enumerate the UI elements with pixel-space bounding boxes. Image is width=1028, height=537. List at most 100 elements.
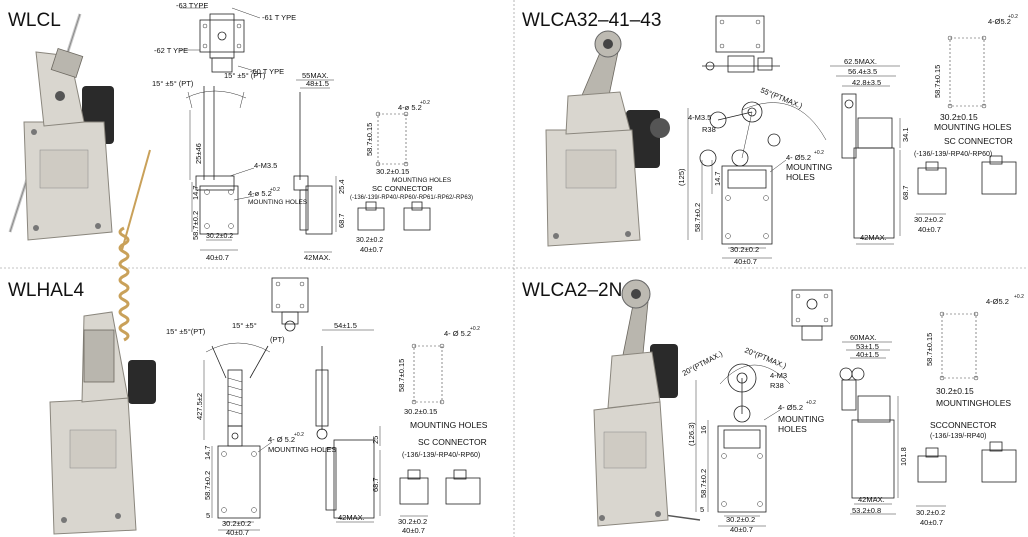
d625-label: 62.5MAX. xyxy=(844,57,877,66)
holes-unit-label: MOUNTING xyxy=(786,162,832,172)
d564-label: 56.4±3.5 xyxy=(848,67,877,76)
d40-label: 40±0.7 xyxy=(730,525,753,534)
d42-label: 42MAX. xyxy=(304,253,331,262)
sc-302-label: 30.2±0.2 xyxy=(914,215,943,224)
type62-label: -62 T YPE xyxy=(154,46,188,55)
d125-label: (125) xyxy=(677,168,686,186)
d254-label: 25.4 xyxy=(337,179,346,194)
angle-left-label: 20°(PTMAX.) xyxy=(681,349,725,378)
d1263-label: (126.3) xyxy=(687,422,696,446)
pt-label: (PT) xyxy=(270,335,285,344)
panel-title-wlca2: WLCA2–2N xyxy=(522,280,622,301)
d16-label: 16 xyxy=(699,426,708,434)
product-photo-wlcl xyxy=(8,13,114,241)
product-photo-wlca2 xyxy=(593,279,701,527)
mh-587-label: 58.7±0.15 xyxy=(933,65,942,98)
d55-label: 55MAX. xyxy=(302,71,329,80)
holes-label: 4-ø 5.2 xyxy=(398,103,422,112)
d587-label: 58.7±0.2 xyxy=(699,469,708,498)
product-photo-wlhal4 xyxy=(49,149,156,535)
mounting-holes-drawing-wlcl: 4-ø 5.2 +0.2 58.7±0.15 30.2±0.15 MOUNTIN… xyxy=(350,100,473,254)
panel-title-wlcl: WLCL xyxy=(8,10,61,31)
d1018-label: 101.8 xyxy=(899,447,908,466)
product-photo-wlca32 xyxy=(545,30,670,247)
mh-302-label: 30.2±0.15 xyxy=(940,112,978,122)
holes-sup-label: +0.2 xyxy=(270,187,280,193)
mh-label-label: MOUNTING HOLES xyxy=(392,177,452,184)
sc-40-label: 40±0.7 xyxy=(920,518,943,527)
d25-label: 25±46 xyxy=(194,143,203,164)
holes-unit2-label: HOLES xyxy=(778,424,807,434)
d58-label: 58.7±0.2 xyxy=(191,211,200,240)
front-view-drawing-wlca2: 20°(PTMAX.) 20°(PTMAX.) 4-M3 R38 4- Ø5.2… xyxy=(681,346,825,534)
d147-label: 14.7 xyxy=(713,171,722,186)
d42-label: 42MAX. xyxy=(860,233,887,242)
panel-wlca32: WLCA32–41–43 55°(PTMAX.) xyxy=(522,10,1018,266)
d25-label: 25 xyxy=(371,436,380,444)
mh-587-label: 58.7±0.15 xyxy=(365,123,374,156)
mh-holes-label: 4-Ø5.2 xyxy=(986,297,1009,306)
d40-label: 40±0.7 xyxy=(360,245,383,254)
front-view-drawing-wlcl: 15° ±5° (PT) 15° ±5° (PT) 25±46 14.7 58.… xyxy=(152,71,308,262)
sc-list-label: (-136/-139/-RP40/-RP60) xyxy=(402,452,480,459)
mh-sup-label: +0.2 xyxy=(1014,294,1024,300)
side-view-drawing-wlca2: 60MAX. 53±1.5 40±1.5 101.8 42MAX. 53.2±0… xyxy=(839,333,908,515)
top-view-drawing-wlca2 xyxy=(791,289,833,341)
holes-sup-label: +0.2 xyxy=(814,150,824,156)
angle-right-label: 15° ±5° (PT) xyxy=(224,71,266,80)
sc-40-label: 40±0.7 xyxy=(402,526,425,535)
d428-label: 42.8±3.5 xyxy=(852,78,881,87)
panel-wlhal4: WLHAL4 15° ±5°(PT) 15° ±5° (PT) xyxy=(8,149,488,537)
mh-302-label: 30.2±0.15 xyxy=(376,167,409,176)
mounting-holes-label: MOUNTING HOLES xyxy=(248,199,308,206)
d48-label: 48±1.5 xyxy=(306,79,329,88)
d40-label: 40±0.7 xyxy=(734,257,757,266)
d147-label: 14.7 xyxy=(203,445,212,460)
holes-sup-label: +0.2 xyxy=(806,400,816,406)
d40-label: 40±0.7 xyxy=(206,253,229,262)
angle-label: 55°(PTMAX.) xyxy=(759,86,804,111)
front-view-drawing-wlhal4: 15° ±5°(PT) 15° ±5° (PT) 427.5±2 14.7 58… xyxy=(166,321,336,537)
angle-right-label: 15° ±5° xyxy=(232,321,257,330)
mounting-holes-drawing-wlhal4: 4- Ø 5.2 +0.2 58.7±0.15 30.2±0.15 MOUNTI… xyxy=(397,326,488,535)
panel-title-wlca32: WLCA32–41–43 xyxy=(522,10,661,31)
holes-label: 4- Ø5.2 xyxy=(786,153,811,162)
side-view-drawing-wlhal4: 54±1.5 25 68.7 42MAX. xyxy=(315,321,381,523)
panel-wlca2: WLCA2–2N 20°(PTMAX.) 20°(PTMAX.) xyxy=(522,279,1024,534)
mh-label-label: MOUNTING HOLES xyxy=(410,420,488,430)
type61-label: -61 T YPE xyxy=(262,13,296,22)
type63-label: -63 TYPE xyxy=(176,1,208,10)
d587-label: 58.7±0.2 xyxy=(693,203,702,232)
mh-587-label: 58.7±0.15 xyxy=(397,359,406,392)
sc-label: SC CONNECTOR xyxy=(944,136,1013,146)
d302-label: 30.2±0.2 xyxy=(730,245,759,254)
mounting-holes-drawing-wlca32: 4-Ø5.2 +0.2 58.7±0.15 30.2±0.15 MOUNTING… xyxy=(914,14,1018,234)
d302-label: 30.2±0.2 xyxy=(222,519,251,528)
mh-sup-label: +0.2 xyxy=(470,326,480,332)
d60-label: 60MAX. xyxy=(850,333,877,342)
sc-302-label: 30.2±0.2 xyxy=(398,517,427,526)
d532-label: 53.2±0.8 xyxy=(852,506,881,515)
top-view-drawing-wlhal4 xyxy=(271,277,309,332)
mh-label-label: MOUNTINGHOLES xyxy=(936,398,1011,408)
m35-label: 4-M3.5 xyxy=(254,161,277,170)
d687-label: 68.7 xyxy=(371,477,380,492)
holes-sup-label: +0.2 xyxy=(420,100,430,106)
sc-40-label: 40±0.7 xyxy=(918,225,941,234)
holes-unit-label: MOUNTING xyxy=(778,414,824,424)
d302-label: 30.2±0.2 xyxy=(206,233,233,240)
side-view-drawing-wlcl: 55MAX. 48±1.5 25.4 68.7 42MAX. xyxy=(293,71,346,262)
mh-302-label: 30.2±0.15 xyxy=(404,407,437,416)
d687-label: 68.7 xyxy=(337,213,346,228)
d54-label: 54±1.5 xyxy=(334,321,357,330)
mh-302-label: 30.2±0.15 xyxy=(936,386,974,396)
mh-holes-label: 4- Ø 5.2 xyxy=(444,329,471,338)
m35-label: 4-M3.5 xyxy=(688,113,711,122)
d4275-label: 427.5±2 xyxy=(195,393,204,420)
mh-label-label: MOUNTING HOLES xyxy=(934,122,1012,132)
d687-label: 68.7 xyxy=(901,185,910,200)
mh-sup-label: +0.2 xyxy=(1008,14,1018,20)
d302-label: 30.2±0.2 xyxy=(726,515,755,524)
r38-label: R38 xyxy=(702,125,716,134)
d42-label: 42MAX. xyxy=(338,513,365,522)
